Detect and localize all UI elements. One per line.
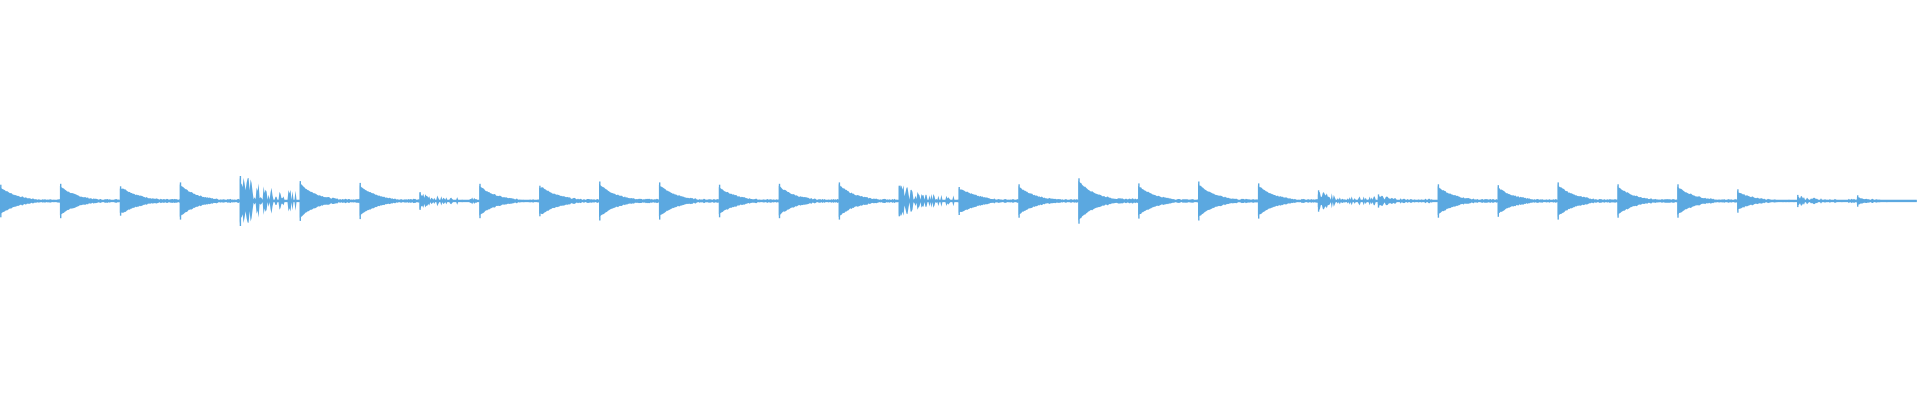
waveform-display <box>0 176 1917 226</box>
waveform-panel <box>0 176 1917 226</box>
